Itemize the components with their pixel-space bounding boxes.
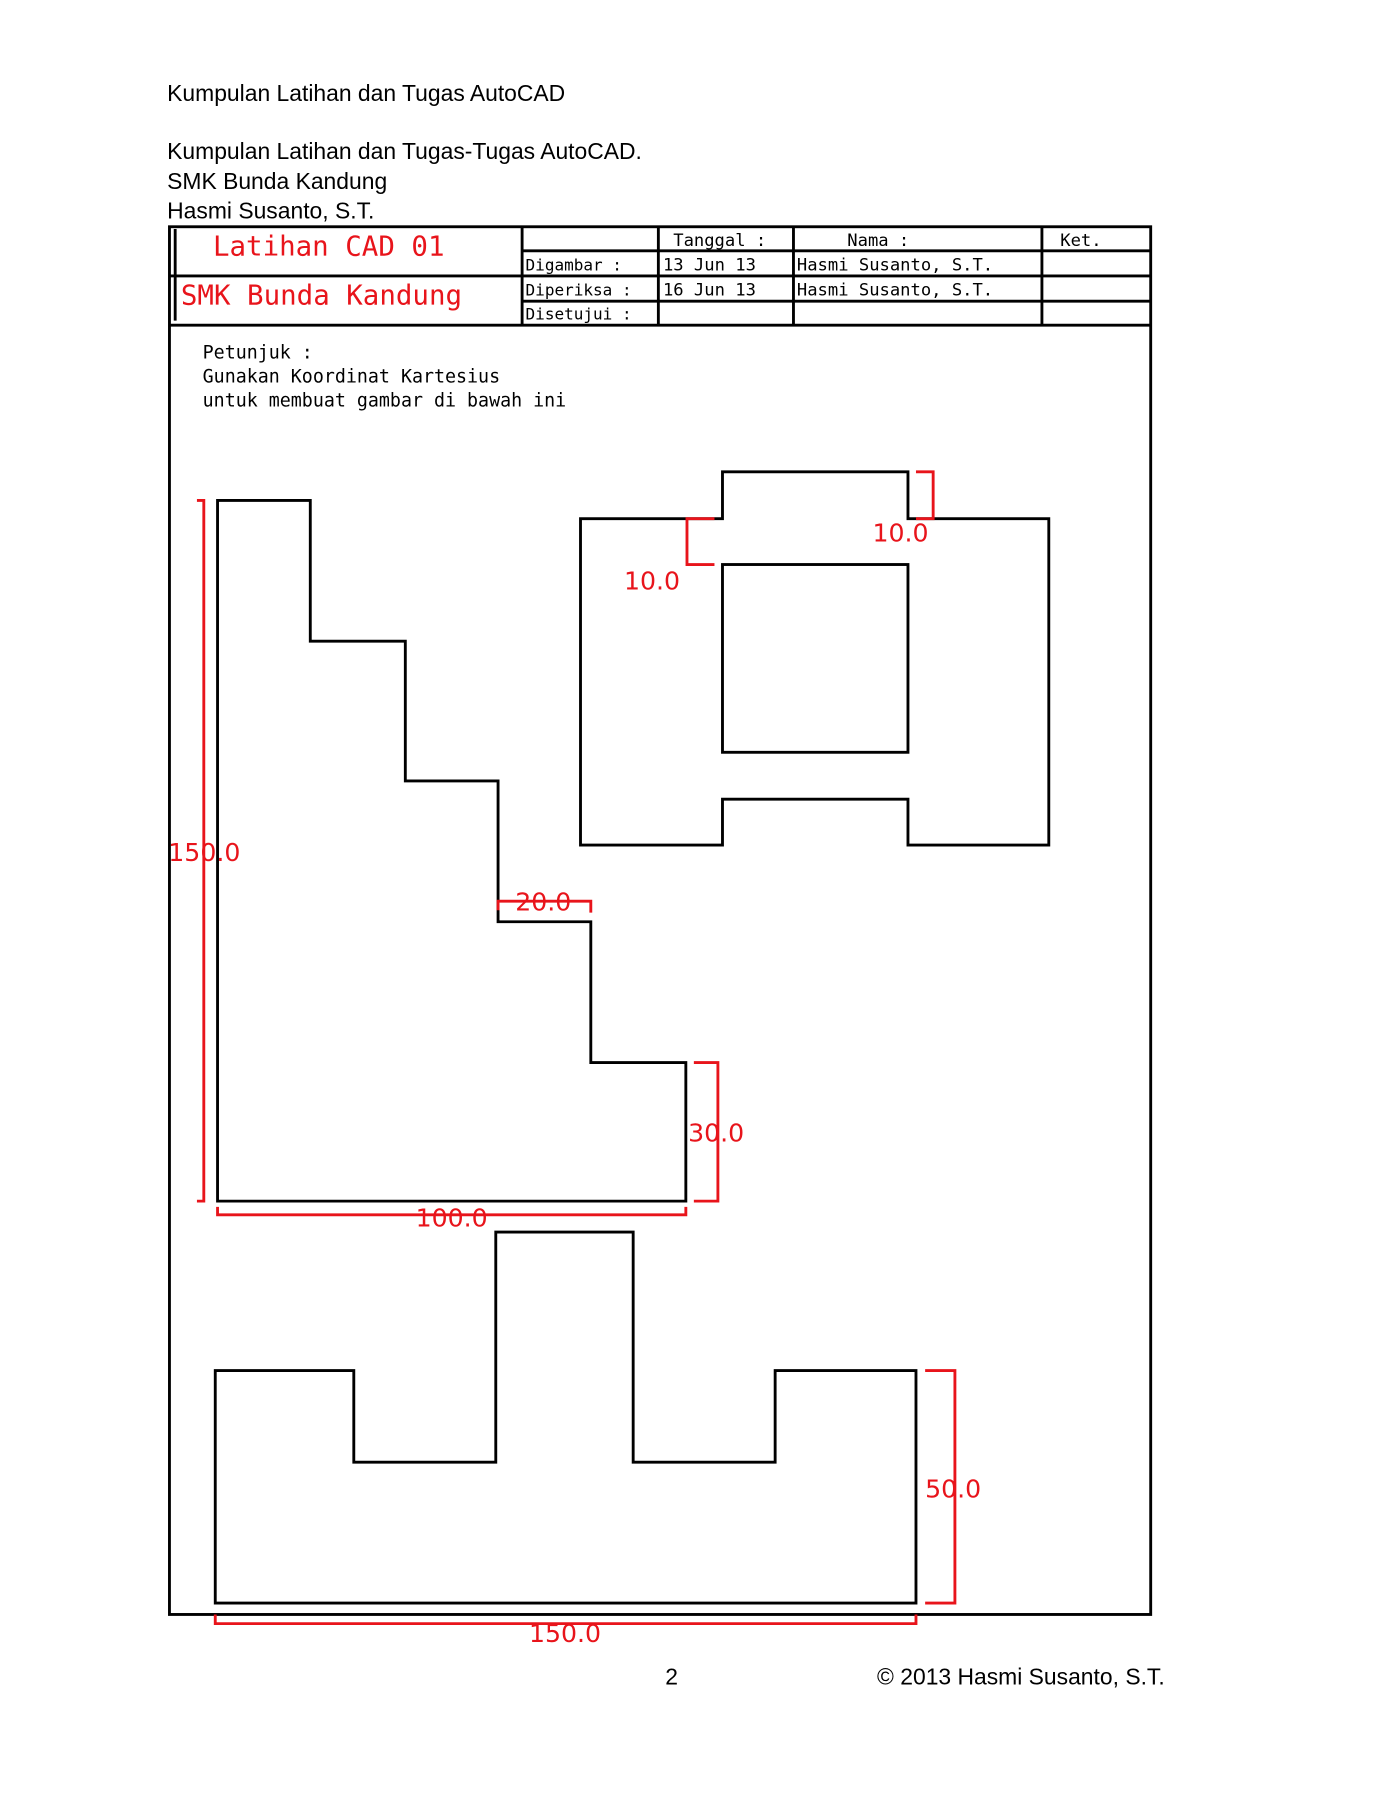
dimension-label: 100.0 — [416, 1203, 488, 1232]
header-line: Kumpulan Latihan dan Tugas-Tugas AutoCAD… — [167, 138, 642, 164]
page-number: 2 — [665, 1663, 678, 1689]
dimension-label: 30.0 — [688, 1119, 744, 1148]
row-date: 16 Jun 13 — [663, 280, 756, 300]
header-line: SMK Bunda Kandung — [167, 168, 387, 194]
running-title: Kumpulan Latihan dan Tugas AutoCAD — [167, 80, 565, 106]
header-line: Hasmi Susanto, S.T. — [167, 198, 374, 224]
col-nama: Nama : — [847, 231, 909, 251]
instructions-line: Gunakan Koordinat Kartesius — [203, 366, 500, 387]
row-label: Disetujui : — [526, 304, 632, 323]
dimension-label: 10.0 — [872, 519, 928, 548]
title-block: Latihan CAD 01 SMK Bunda Kandung Tanggal… — [181, 231, 1102, 323]
school-name: SMK Bunda Kandung — [181, 281, 462, 312]
row-label: Digambar : — [526, 255, 622, 274]
row-name: Hasmi Susanto, S.T. — [797, 280, 993, 300]
frame-shape: 10.0 10.0 — [579, 470, 1051, 847]
instructions-heading: Petunjuk : — [203, 342, 313, 363]
dimension-label: 150.0 — [168, 838, 240, 867]
dimension-label: 20.0 — [515, 887, 571, 916]
dimension-label: 10.0 — [624, 567, 680, 596]
row-date: 13 Jun 13 — [663, 255, 756, 275]
dimension-label: 50.0 — [925, 1475, 981, 1504]
row-name: Hasmi Susanto, S.T. — [797, 255, 993, 275]
staircase-shape: 150.0 100.0 20.0 30.0 — [168, 498, 744, 1232]
copyright: © 2013 Hasmi Susanto, S.T. — [877, 1663, 1165, 1689]
castle-shape: 50.0 150.0 — [213, 1230, 981, 1648]
drawing-frame — [168, 225, 1153, 1616]
row-label: Diperiksa : — [526, 280, 632, 299]
col-ket: Ket. — [1060, 231, 1101, 251]
dimension-label: 150.0 — [529, 1619, 601, 1648]
instructions-line: untuk membuat gambar di bawah ini — [203, 391, 567, 412]
drawing-title: Latihan CAD 01 — [213, 231, 445, 262]
col-tanggal: Tanggal : — [673, 231, 766, 251]
